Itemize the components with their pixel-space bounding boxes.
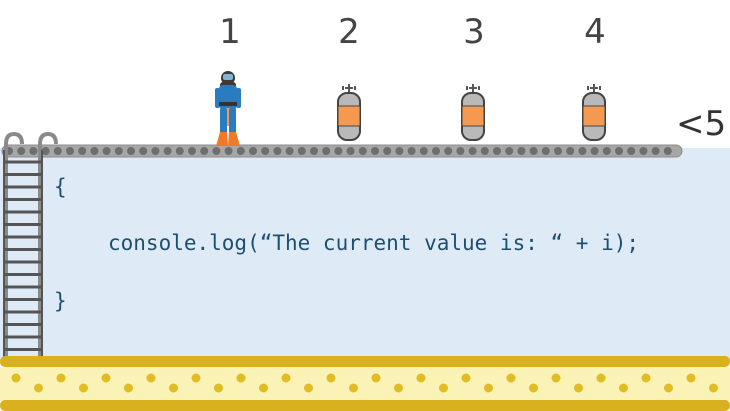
loop-limit-label: <5 xyxy=(676,104,727,144)
code-open-brace: { xyxy=(54,175,67,199)
sand-floor xyxy=(0,356,730,411)
water-area xyxy=(0,148,730,360)
air-tank-icon-3 xyxy=(461,84,485,141)
ladder-icon xyxy=(3,131,58,362)
iteration-label-2: 2 xyxy=(338,12,360,52)
code-close-brace: } xyxy=(54,289,67,313)
diver-icon xyxy=(215,71,241,146)
iteration-label-4: 4 xyxy=(584,12,606,52)
air-tank-icon-4 xyxy=(582,84,606,141)
air-tank-icon-2 xyxy=(337,84,361,141)
walkway-rail xyxy=(1,144,683,158)
iteration-label-3: 3 xyxy=(463,12,485,52)
iteration-label-1: 1 xyxy=(219,12,241,52)
code-statement: console.log(“The current value is: “ + i… xyxy=(108,231,640,255)
